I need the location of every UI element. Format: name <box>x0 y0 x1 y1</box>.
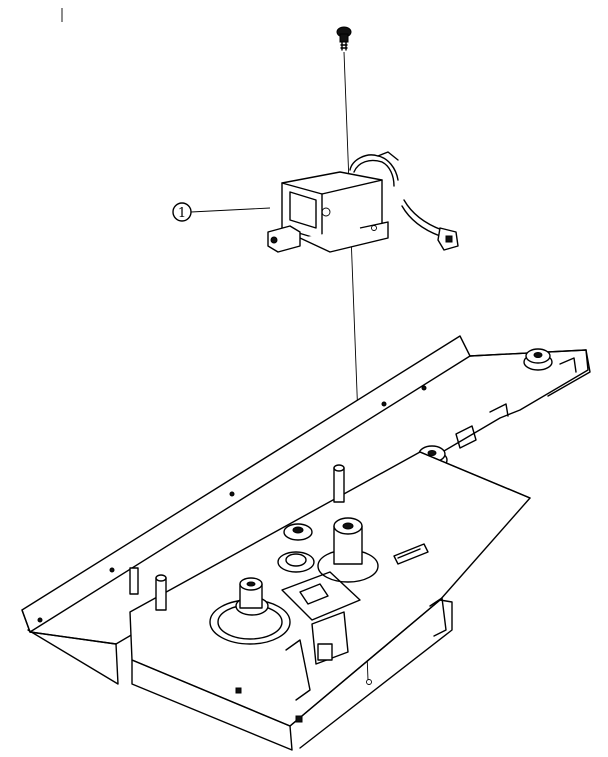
mechanism-plate <box>129 451 531 751</box>
callout-1: 1 <box>172 202 271 222</box>
reel-left <box>209 577 291 645</box>
solenoid <box>267 151 459 253</box>
screw <box>336 26 352 51</box>
chassis-rail <box>21 335 591 685</box>
pulley-right <box>523 348 553 371</box>
callout-1-label: 1 <box>178 206 186 221</box>
gear-cluster <box>277 523 361 701</box>
posts <box>129 464 345 611</box>
screw-hole <box>366 679 372 685</box>
